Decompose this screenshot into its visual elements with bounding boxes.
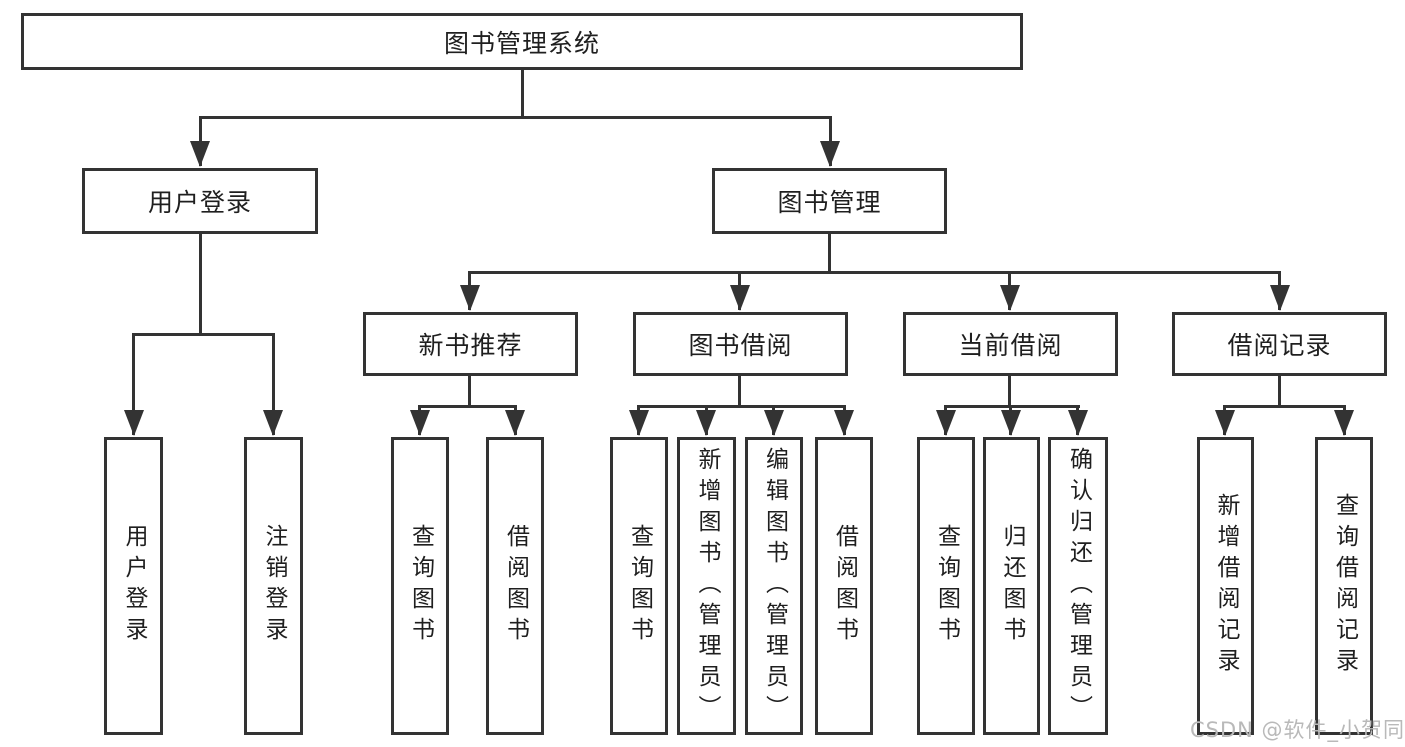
- node-borrowing-records: 借阅记录: [1172, 312, 1387, 376]
- connector-line: [1008, 376, 1011, 407]
- arrow-down-icon: [696, 410, 716, 436]
- csdn-watermark: CSDN @软件_小贺同学: [1190, 718, 1405, 742]
- arrow-down-icon: [834, 410, 854, 436]
- connector-line: [199, 116, 832, 119]
- leaf-return-books: 归还图书: [983, 437, 1040, 735]
- connector-line: [1223, 405, 1346, 408]
- arrow-down-icon: [1270, 285, 1290, 311]
- node-user-login: 用户登录: [82, 168, 318, 234]
- node-root: 图书管理系统: [21, 13, 1023, 70]
- leaf-confirm-return-admin: 确认归还（管理员）: [1048, 437, 1108, 735]
- leaf-query-books-current: 查询图书: [917, 437, 975, 735]
- connector-line: [132, 333, 275, 336]
- connector-line: [521, 70, 524, 119]
- arrow-down-icon: [820, 141, 840, 167]
- connector-line: [1278, 376, 1281, 407]
- leaf-add-borrow-record: 新增借阅记录: [1197, 437, 1254, 735]
- connector-line: [468, 376, 471, 407]
- node-new-book-recommendation: 新书推荐: [363, 312, 578, 376]
- leaf-add-books-admin: 新增图书（管理员）: [677, 437, 736, 735]
- arrow-down-icon: [505, 410, 525, 436]
- arrow-down-icon: [764, 410, 784, 436]
- leaf-edit-books-admin: 编辑图书（管理员）: [745, 437, 803, 735]
- arrow-down-icon: [936, 410, 956, 436]
- node-book-borrowing: 图书借阅: [633, 312, 848, 376]
- connector-line: [132, 333, 135, 435]
- arrow-down-icon: [1334, 410, 1354, 436]
- arrow-down-icon: [124, 410, 144, 436]
- arrow-down-icon: [1215, 410, 1235, 436]
- node-book-management: 图书管理: [712, 168, 947, 234]
- arrow-down-icon: [190, 141, 210, 167]
- arrow-down-icon: [460, 285, 480, 311]
- arrow-down-icon: [1000, 285, 1020, 311]
- connector-line: [199, 234, 202, 336]
- connector-line: [418, 405, 517, 408]
- leaf-borrow-books-recommend: 借阅图书: [486, 437, 544, 735]
- connector-line: [468, 271, 1281, 274]
- connector-line: [637, 405, 846, 408]
- arrow-down-icon: [410, 410, 430, 436]
- arrow-down-icon: [730, 285, 750, 311]
- leaf-borrow-books: 借阅图书: [815, 437, 873, 735]
- arrow-down-icon: [1068, 410, 1088, 436]
- arrow-down-icon: [263, 410, 283, 436]
- leaf-user-login: 用户登录: [104, 437, 163, 735]
- connector-line: [272, 333, 275, 435]
- arrow-down-icon: [1001, 410, 1021, 436]
- connector-line: [828, 234, 831, 274]
- leaf-query-books-recommend: 查询图书: [391, 437, 449, 735]
- connector-line: [944, 405, 1080, 408]
- node-current-borrowing: 当前借阅: [903, 312, 1118, 376]
- leaf-logout: 注销登录: [244, 437, 303, 735]
- leaf-query-borrow-record: 查询借阅记录: [1315, 437, 1373, 735]
- arrow-down-icon: [629, 410, 649, 436]
- leaf-query-books-borrow: 查询图书: [610, 437, 668, 735]
- connector-line: [738, 376, 741, 407]
